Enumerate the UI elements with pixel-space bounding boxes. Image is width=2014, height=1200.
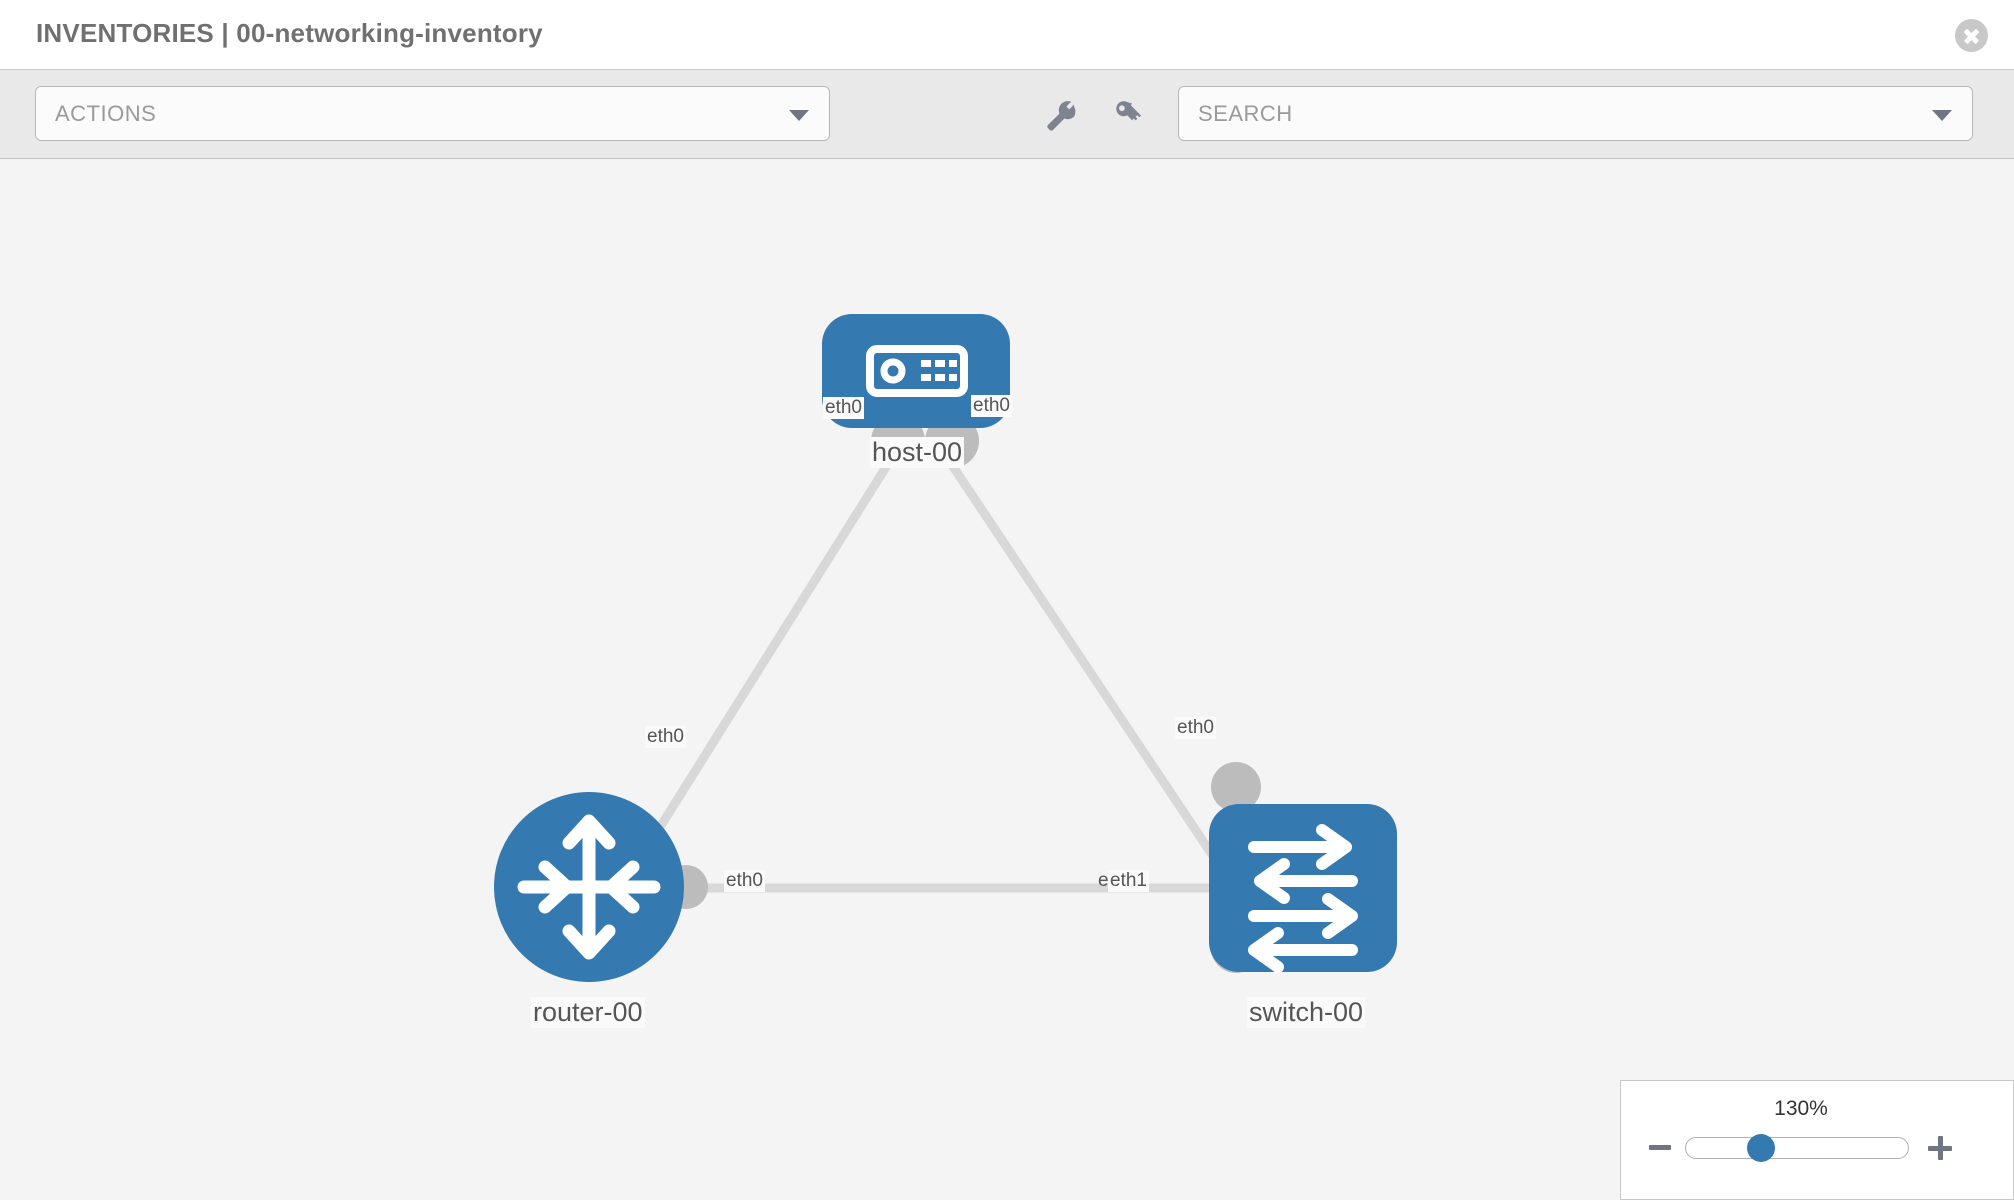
search-placeholder: SEARCH — [1198, 101, 1293, 126]
zoom-in-icon[interactable] — [1928, 1136, 1952, 1160]
node-label-host-00[interactable]: host-00 — [870, 437, 965, 468]
iface-label-router00-eth0-uplink[interactable]: eth0 — [645, 726, 686, 748]
page-title: INVENTORIES | 00-networking-inventory — [36, 18, 543, 48]
chevron-down-icon — [789, 110, 809, 121]
actions-dropdown-label: ACTIONS — [55, 101, 157, 126]
node-label-switch-00[interactable]: switch-00 — [1247, 997, 1366, 1028]
wrench-icon[interactable] — [1044, 98, 1078, 132]
chevron-down-icon[interactable] — [1932, 110, 1952, 121]
zoom-control-panel: 130% — [1620, 1080, 2014, 1200]
toolbar: ACTIONS SEARCH — [0, 69, 2014, 159]
node-host-00[interactable] — [822, 314, 1010, 428]
topology-links — [636, 456, 1259, 922]
actions-dropdown[interactable]: ACTIONS — [35, 86, 830, 141]
node-host-00-shape[interactable] — [822, 314, 1010, 428]
iface-label-host00-eth0-left[interactable]: eth0 — [823, 397, 864, 419]
node-label-router-00[interactable]: router-00 — [531, 997, 645, 1028]
search-input[interactable]: SEARCH — [1178, 86, 1973, 141]
iface-label-host00-eth0-right[interactable]: eth0 — [971, 395, 1012, 417]
close-icon[interactable] — [1955, 19, 1988, 52]
router-arrows-icon — [517, 814, 661, 960]
zoom-slider-thumb[interactable] — [1747, 1134, 1775, 1162]
topology-graph — [494, 314, 1397, 982]
key-icon[interactable] — [1112, 98, 1146, 132]
node-switch-00[interactable] — [1209, 804, 1397, 973]
zoom-percent-label: 130% — [1774, 1097, 1828, 1120]
iface-label-switch00-eth0-uplink[interactable]: eth0 — [1175, 717, 1216, 739]
window-header: INVENTORIES | 00-networking-inventory — [0, 0, 2014, 69]
connector-dot-switch00-eth0[interactable] — [1211, 762, 1261, 812]
server-icon — [866, 345, 968, 397]
iface-label-router00-eth0[interactable]: eth0 — [724, 870, 765, 892]
switch-arrows-icon — [1248, 824, 1358, 973]
zoom-out-icon[interactable] — [1649, 1145, 1671, 1150]
link-host00-router00[interactable] — [636, 456, 895, 862]
zoom-slider-track[interactable] — [1685, 1137, 1909, 1159]
topology-canvas[interactable]: eth0 eth0 eth0 eth0 eth0 eth eth1 host-0… — [0, 159, 2014, 1200]
link-host00-switch00[interactable] — [944, 456, 1259, 922]
iface-label-switch00-eth1[interactable]: eth1 — [1108, 870, 1149, 892]
node-router-00[interactable] — [494, 792, 684, 982]
